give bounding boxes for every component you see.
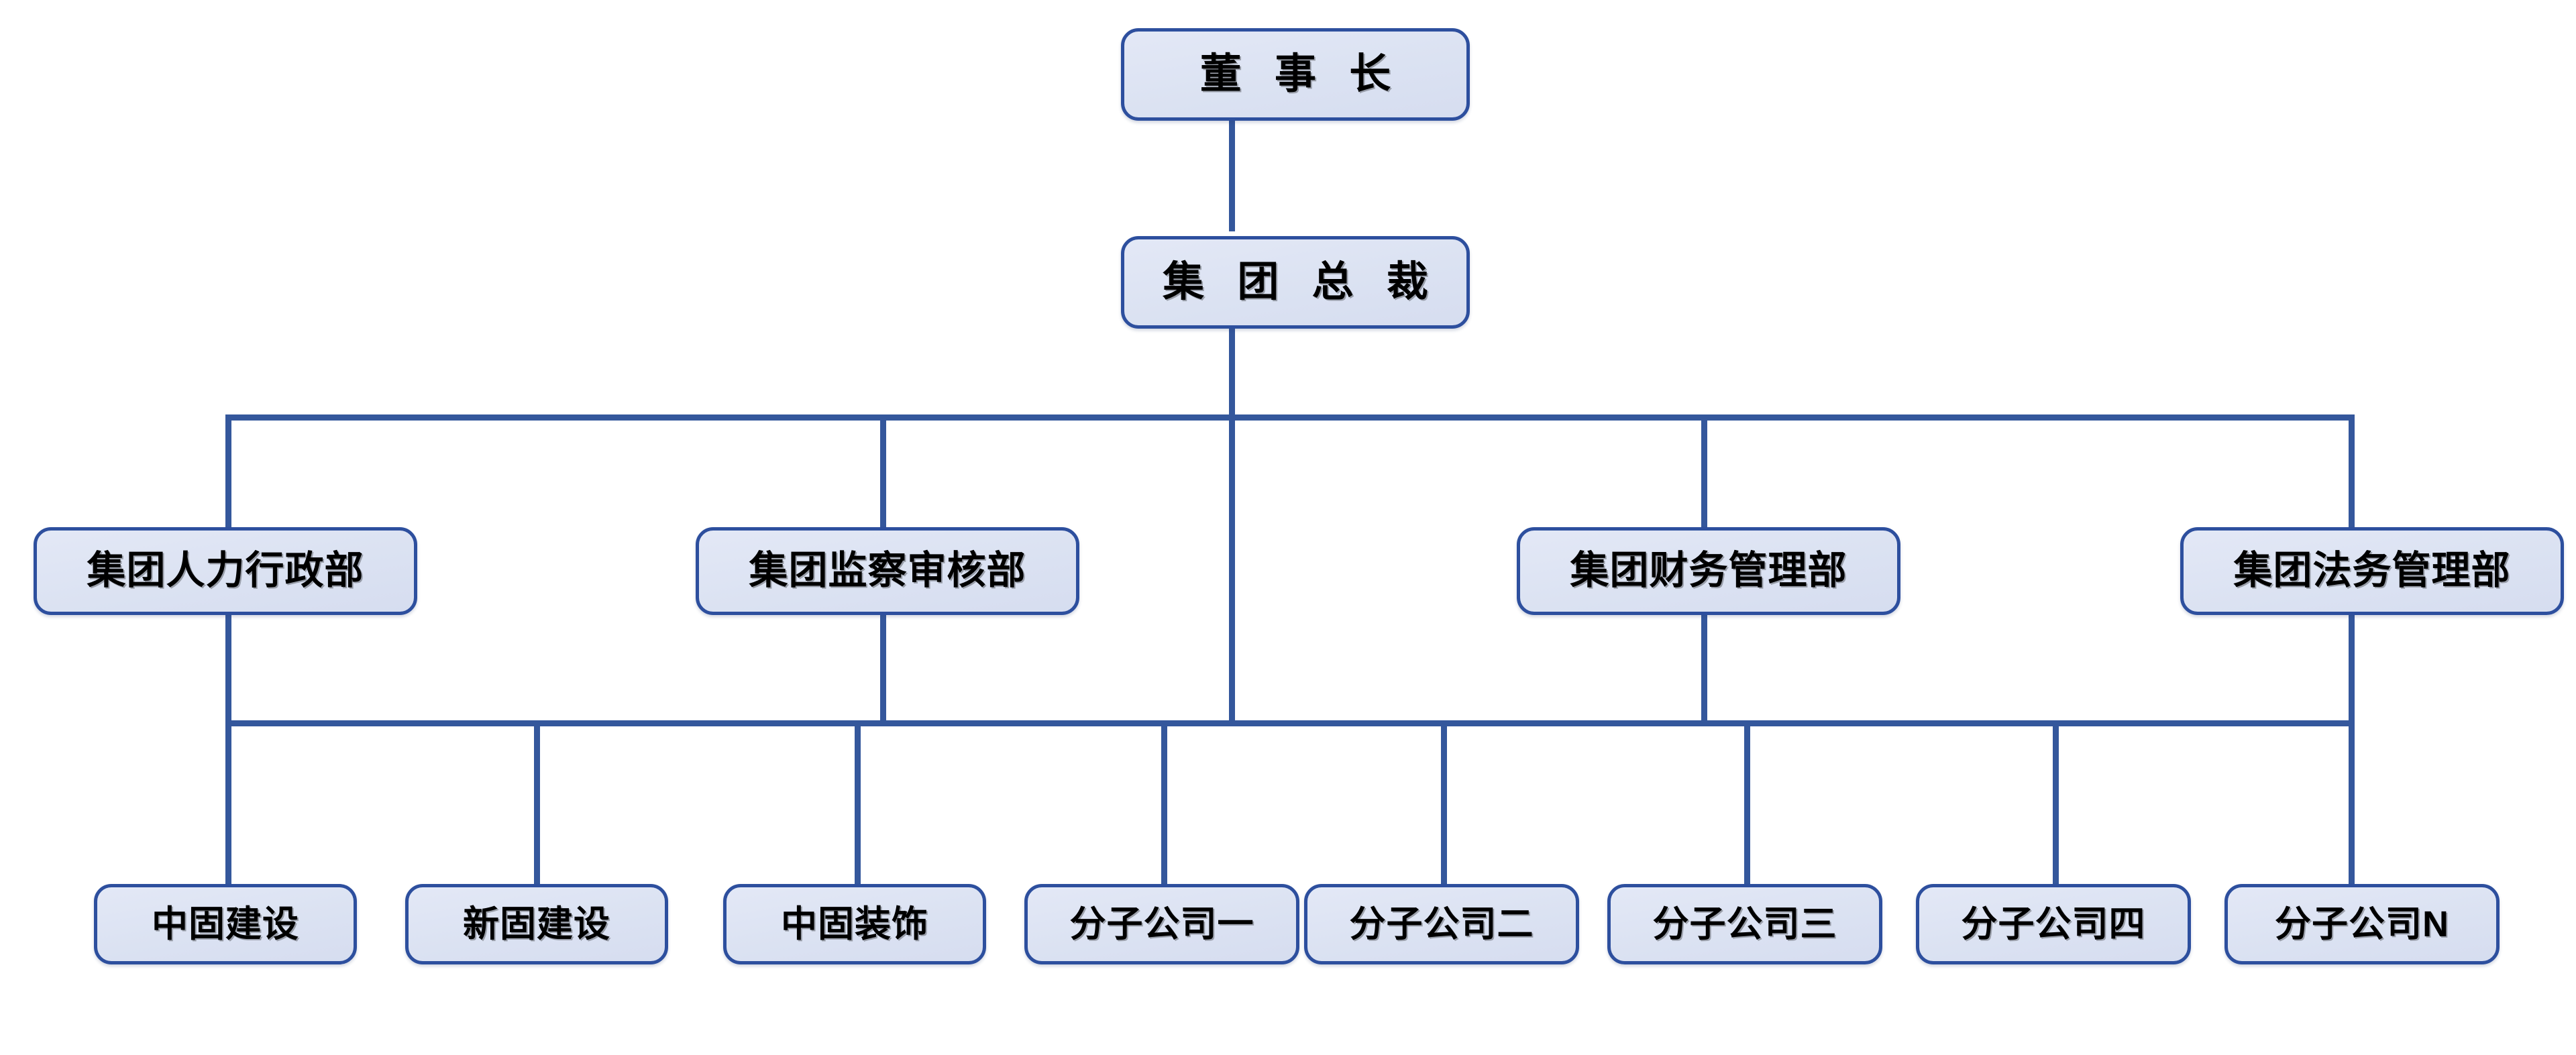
node-sub-7-label: 分子公司四: [1961, 903, 2146, 944]
edge-bus-to-dept-audit: [880, 414, 886, 527]
node-dept-legal[interactable]: 集团法务管理部: [2180, 527, 2564, 615]
node-dept-hr-label: 集团人力行政部: [87, 549, 364, 593]
edge-bus-to-sub-2: [534, 720, 540, 887]
node-dept-hr[interactable]: 集团人力行政部: [34, 527, 417, 615]
edge-bus-to-sub-7: [2053, 720, 2059, 887]
node-sub-7[interactable]: 分子公司四: [1916, 884, 2191, 964]
node-chairman-label: 董 事 长: [1199, 51, 1402, 98]
edge-bus-to-dept-legal: [2349, 414, 2355, 527]
node-dept-finance-label: 集团财务管理部: [1570, 549, 1847, 593]
edge-bus-to-sub-4: [1161, 720, 1167, 887]
node-sub-8[interactable]: 分子公司N: [2224, 884, 2500, 964]
node-sub-8-label: 分子公司N: [2275, 903, 2449, 944]
edge-bus-to-dept-hr: [225, 414, 231, 527]
node-sub-3-label: 中固装饰: [781, 903, 928, 944]
bus-subsidiaries: [225, 720, 2355, 726]
bus-departments: [225, 414, 2355, 421]
node-sub-5[interactable]: 分子公司二: [1304, 884, 1579, 964]
edge-bus-to-sub-1: [225, 720, 231, 887]
node-sub-1[interactable]: 中固建设: [94, 884, 357, 964]
edge-bus-to-sub-6: [1744, 720, 1750, 887]
node-sub-2[interactable]: 新固建设: [405, 884, 668, 964]
edge-bus-to-sub-3: [855, 720, 861, 887]
node-sub-4-label: 分子公司一: [1069, 903, 1254, 944]
node-sub-6[interactable]: 分子公司三: [1607, 884, 1882, 964]
node-sub-4[interactable]: 分子公司一: [1024, 884, 1299, 964]
node-president[interactable]: 集 团 总 裁: [1121, 236, 1470, 329]
node-dept-finance[interactable]: 集团财务管理部: [1517, 527, 1900, 615]
node-sub-3[interactable]: 中固装饰: [723, 884, 986, 964]
node-president-label: 集 团 总 裁: [1163, 259, 1439, 306]
node-sub-1-label: 中固建设: [152, 903, 299, 944]
edge-chairman-to-president: [1229, 121, 1235, 231]
node-chairman[interactable]: 董 事 长: [1121, 28, 1470, 121]
edge-dept-finance-downstem: [1701, 615, 1707, 726]
edge-bus-to-dept-finance: [1701, 414, 1707, 527]
edge-dept-legal-downstem: [2349, 615, 2355, 726]
node-dept-audit-label: 集团监察审核部: [749, 549, 1026, 593]
edge-president-stem: [1229, 329, 1235, 726]
node-sub-5-label: 分子公司二: [1349, 903, 1534, 944]
node-sub-6-label: 分子公司三: [1652, 903, 1837, 944]
edge-dept-hr-downstem: [225, 615, 231, 726]
node-dept-audit[interactable]: 集团监察审核部: [696, 527, 1079, 615]
edge-bus-to-sub-5: [1441, 720, 1447, 887]
edge-dept-audit-downstem: [880, 615, 886, 726]
edge-bus-to-sub-8: [2349, 720, 2355, 887]
node-dept-legal-label: 集团法务管理部: [2233, 549, 2511, 593]
node-sub-2-label: 新固建设: [463, 903, 610, 944]
